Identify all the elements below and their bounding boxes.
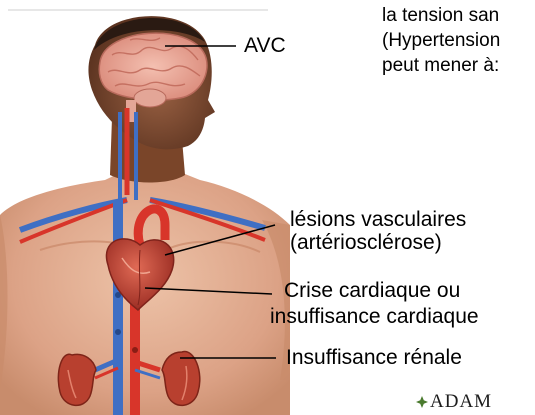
vessel-dot [115,329,121,335]
adam-logo: ADAM [430,391,492,413]
label-heart-line-2: insuffisance cardiaque [270,305,479,328]
vessel-dot [132,347,138,353]
label-kidney: Insuffisance rénale [286,346,462,369]
header-line-1: la tension san [382,4,499,28]
cerebellum [134,89,166,107]
label-vascular-line-2: (artériosclérose) [290,231,442,254]
adam-logo-star-icon [416,396,428,408]
label-heart-line-1: Crise cardiaque ou [284,279,460,302]
label-avc: AVC [244,34,286,57]
label-vascular-line-1: lésions vasculaires [290,208,466,231]
header-line-2: (Hypertension [382,29,500,53]
header-line-3: peut mener à: [382,54,499,78]
